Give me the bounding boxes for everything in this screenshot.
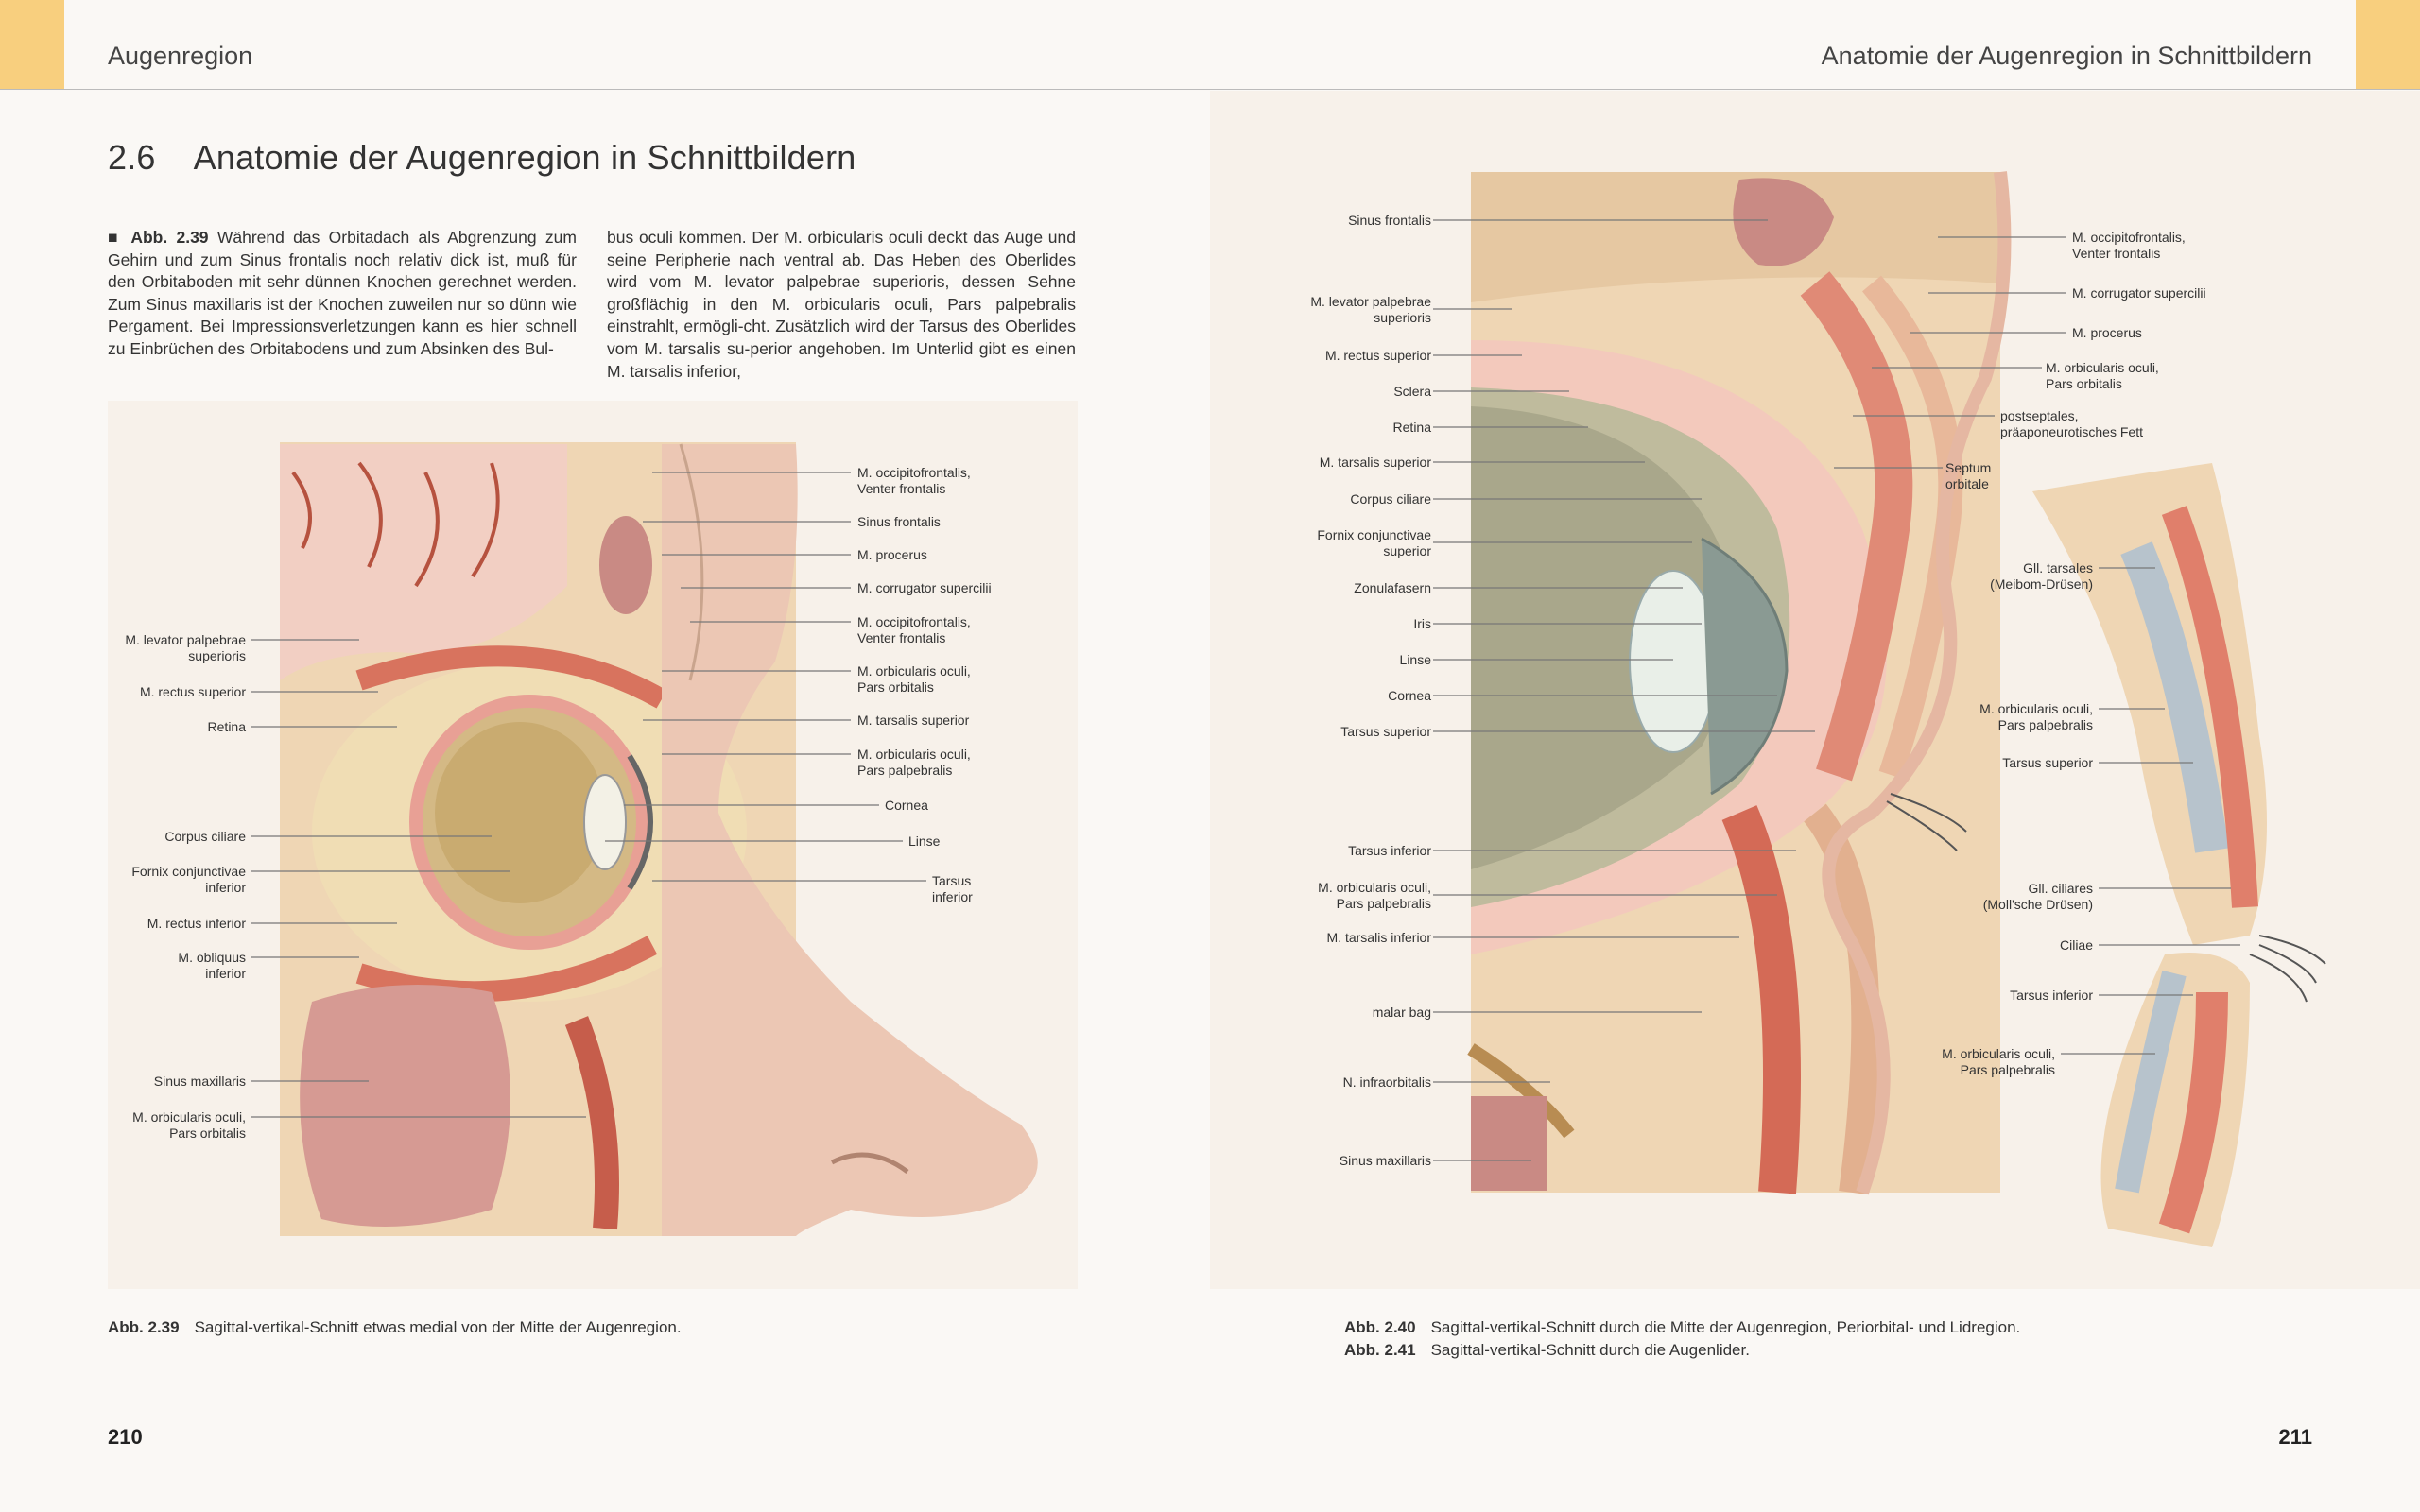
fig240-label-corrugator: M. corrugator supercilii [2072, 285, 2206, 301]
body-text-column-2: bus oculi kommen. Der M. orbicularis ocu… [607, 227, 1076, 383]
fig239-label-rectus-superior: M. rectus superior [139, 684, 246, 699]
figure-2-40-illustration [1467, 171, 2012, 1195]
fig240-label-cornea: Cornea [1388, 688, 1431, 703]
fig239-label-occipitofrontalis-2: M. occipitofrontalis, Venter frontalis [857, 614, 971, 645]
fig240-label-iris: Iris [1413, 616, 1431, 631]
fig240-label-retina: Retina [1392, 420, 1431, 435]
fig240-label-infraorbitalis: N. infraorbitalis [1342, 1074, 1431, 1090]
fig240-label-septum-orbitale: Septum orbitale [1945, 460, 1992, 491]
fig239-label-fornix-inferior: Fornix conjunctivae inferior [131, 864, 246, 895]
fig239-label-procerus: M. procerus [857, 547, 927, 562]
fig239-label-corrugator: M. corrugator supercilii [857, 580, 992, 595]
fig239-label-orbicularis-palpebralis: M. orbicularis oculi, Pars palpebralis [857, 747, 971, 778]
caption-2-41-ref: Abb. 2.41 [1344, 1341, 1416, 1359]
caption-2-40-text: Sagittal-vertikal-Schnitt durch die Mitt… [1430, 1318, 2021, 1336]
caption-2-39-ref: Abb. 2.39 [108, 1318, 180, 1336]
fig239-label-rectus-inferior: M. rectus inferior [147, 916, 246, 931]
fig240-label-tarsalis-inferior: M. tarsalis inferior [1326, 930, 1431, 945]
figure-2-40-leader-lines [1433, 219, 2240, 1161]
figure-2-41-illustration [2032, 463, 2326, 1247]
fig240-label-tarsus-inferior: Tarsus inferior [1348, 843, 1431, 858]
fig240-label-fornix-superior: Fornix conjunctivae superior [1317, 527, 1431, 558]
bullet-square: ■ [108, 228, 123, 247]
fig240-label-sclera: Sclera [1393, 384, 1431, 399]
header-rule-right [1210, 89, 2420, 90]
fig239-label-linse: Linse [908, 833, 941, 849]
running-header-left: Augenregion [108, 42, 253, 70]
caption-2-39-text: Sagittal-vertikal-Schnitt etwas medial v… [194, 1318, 682, 1336]
fig240-label-orbicularis-palpebralis: M. orbicularis oculi, Pars palpebralis [1318, 880, 1431, 911]
fig240-label-tarsalis-superior: M. tarsalis superior [1319, 455, 1431, 470]
fig241-label-orbicularis-palpebralis-1: M. orbicularis oculi, Pars palpebralis [1979, 701, 2093, 732]
fig239-label-occipitofrontalis-1: M. occipitofrontalis, Venter frontalis [857, 465, 971, 496]
figure-2-39-leader-lines [251, 472, 926, 1118]
fig240-label-levator: M. levator palpebrae superioris [1310, 294, 1431, 325]
fig240-label-sinus-frontalis: Sinus frontalis [1348, 213, 1431, 228]
body-text-2: bus oculi kommen. Der M. orbicularis ocu… [607, 228, 1076, 381]
fig239-label-orbicularis-orbitalis-left: M. orbicularis oculi, Pars orbitalis [132, 1109, 246, 1141]
section-heading: 2.6 Anatomie der Augenregion in Schnittbi… [108, 138, 856, 178]
fig240-label-linse: Linse [1399, 652, 1431, 667]
caption-2-41-text: Sagittal-vertikal-Schnitt durch die Auge… [1430, 1341, 1750, 1359]
header-rule-left [0, 89, 1210, 90]
fig241-label-tarsus-superior: Tarsus superior [2002, 755, 2093, 770]
fig240-label-rectus-superior: M. rectus superior [1324, 348, 1431, 363]
caption-2-40-ref: Abb. 2.40 [1344, 1318, 1416, 1336]
fig240-label-zonulafasern: Zonulafasern [1354, 580, 1431, 595]
fig240-label-corpus-ciliare: Corpus ciliare [1350, 491, 1431, 507]
section-number: 2.6 [108, 138, 156, 177]
left-thumb-tab [0, 0, 64, 89]
caption-2-39: Abb. 2.39 Sagittal-vertikal-Schnitt etwas… [108, 1318, 682, 1337]
figure-2-39-illustration [280, 442, 1038, 1236]
fig240-label-malar-bag: malar bag [1372, 1005, 1431, 1020]
body-text-column-1: ■ Abb. 2.39 Während das Orbitadach als A… [108, 227, 577, 361]
fig239-label-retina: Retina [207, 719, 246, 734]
fig239-label-sinus-frontalis: Sinus frontalis [857, 514, 941, 529]
page-number-right: 211 [2278, 1425, 2313, 1449]
figure-reference: Abb. 2.39 [130, 228, 209, 247]
fig239-label-obliquus-inferior: M. obliquus inferior [178, 950, 246, 981]
running-header-right: Anatomie der Augenregion in Schnittbilde… [1821, 42, 2312, 70]
fig240-label-tarsus-superior: Tarsus superior [1340, 724, 1431, 739]
caption-2-40: Abb. 2.40 Sagittal-vertikal-Schnitt durch… [1344, 1318, 2020, 1337]
fig241-label-gll-ciliares: Gll. ciliares (Moll'sche Drüsen) [1982, 881, 2093, 912]
fig240-label-procerus: M. procerus [2072, 325, 2142, 340]
fig239-label-levator: M. levator palpebrae superioris [125, 632, 246, 663]
caption-2-41: Abb. 2.41 Sagittal-vertikal-Schnitt durch… [1344, 1341, 1750, 1360]
right-page: Anatomie der Augenregion in Schnittbilde… [1210, 0, 2420, 1512]
left-page: Augenregion 2.6 Anatomie der Augenregion … [0, 0, 1210, 1449]
section-title: Anatomie der Augenregion in Schnittbilde… [193, 138, 856, 177]
fig239-label-tarsus-inferior: Tarsus inferior [932, 873, 973, 904]
fig240-label-occipitofrontalis: M. occipitofrontalis, Venter frontalis [2072, 230, 2186, 261]
fig239-label-corpus-ciliare: Corpus ciliare [164, 829, 246, 844]
fig239-label-sinus-maxillaris: Sinus maxillaris [153, 1074, 246, 1089]
fig241-label-orbicularis-palpebralis-2: M. orbicularis oculi, Pars palpebralis [1942, 1046, 2055, 1077]
fig240-label-sinus-maxillaris: Sinus maxillaris [1339, 1153, 1431, 1168]
fig239-label-tarsalis-superior: M. tarsalis superior [857, 713, 970, 728]
fig240-label-orbicularis-orbitalis: M. orbicularis oculi, Pars orbitalis [2046, 360, 2159, 391]
right-thumb-tab [2356, 0, 2420, 89]
body-text-1: Während das Orbitadach als Abgrenzung zu… [108, 228, 577, 358]
fig241-label-ciliae: Ciliae [2059, 937, 2093, 953]
fig239-label-cornea: Cornea [885, 798, 928, 813]
page-number-left: 210 [108, 1425, 143, 1449]
fig241-label-tarsus-inferior: Tarsus inferior [2010, 988, 2093, 1003]
fig240-label-postseptales-fett: postseptales, präaponeurotisches Fett [2000, 408, 2143, 439]
fig239-label-orbicularis-orbitalis: M. orbicularis oculi, Pars orbitalis [857, 663, 971, 695]
fig241-label-gll-tarsales: Gll. tarsales (Meibom-Drüsen) [1990, 560, 2093, 592]
